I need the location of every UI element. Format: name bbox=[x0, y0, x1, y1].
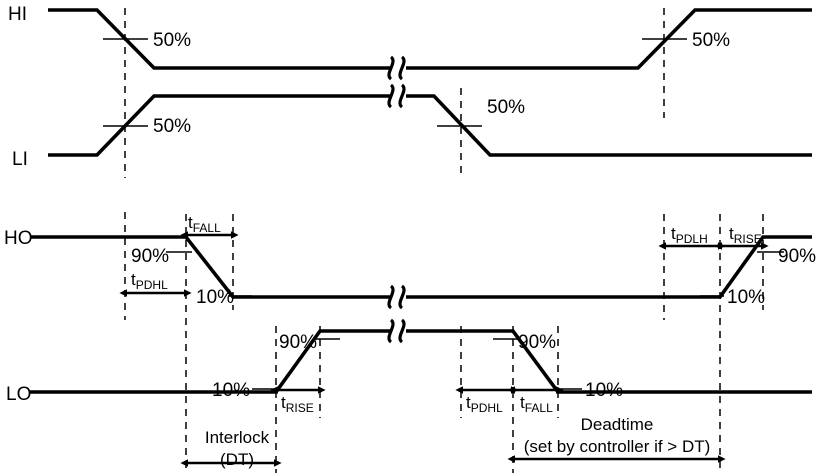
annotation-interlock: Interlock (DT) bbox=[205, 428, 270, 469]
signal-label-li: LI bbox=[12, 149, 28, 170]
param-ho-tpdhl-sub: PDHL bbox=[136, 278, 168, 292]
timing-parameter-labels: tFALL tPDHL tPDLH tRISE tRISE tPDHL tFAL… bbox=[131, 213, 762, 415]
param-lo-trise: tRISE bbox=[281, 393, 314, 415]
label-ho-fall-90: 90% bbox=[131, 246, 169, 267]
annotation-deadtime-line2: (set by controller if > DT) bbox=[524, 437, 711, 456]
annotation-deadtime-line1: Deadtime bbox=[581, 415, 654, 434]
param-ho-tfall-sub: FALL bbox=[193, 221, 221, 235]
label-li-rise-50: 50% bbox=[153, 116, 191, 137]
measurement-arrows bbox=[119, 231, 769, 467]
signal-label-lo: LO bbox=[6, 384, 31, 405]
param-ho-tpdlh-base: t bbox=[671, 224, 676, 243]
signal-label-hi: HI bbox=[8, 4, 27, 25]
param-lo-trise-base: t bbox=[281, 393, 286, 412]
label-ho-fall-10: 10% bbox=[196, 287, 234, 308]
param-ho-tpdhl-base: t bbox=[131, 270, 136, 289]
label-lo-fall-10: 10% bbox=[585, 380, 623, 401]
param-ho-tfall: tFALL bbox=[188, 213, 221, 235]
param-lo-tpdhl-sub: PDHL bbox=[471, 401, 503, 415]
label-hi-fall-50: 50% bbox=[153, 30, 191, 51]
label-li-fall-50: 50% bbox=[487, 97, 525, 118]
param-ho-trise-sub: RISE bbox=[734, 232, 762, 246]
param-lo-tpdhl: tPDHL bbox=[466, 393, 503, 415]
signal-label-ho: HO bbox=[4, 228, 33, 249]
label-lo-rise-10: 10% bbox=[212, 380, 250, 401]
label-lo-rise-90: 90% bbox=[279, 332, 317, 353]
break-symbol-li bbox=[387, 83, 406, 109]
label-hi-rise-50: 50% bbox=[692, 30, 730, 51]
label-lo-fall-90: 90% bbox=[518, 332, 556, 353]
param-ho-tpdlh-sub: PDLH bbox=[676, 232, 708, 246]
percent-tick-marks bbox=[103, 38, 784, 390]
waveform-ho bbox=[30, 235, 812, 299]
annotation-interlock-line1: Interlock bbox=[205, 428, 270, 447]
param-lo-tfall-base: t bbox=[520, 393, 525, 412]
param-ho-trise-base: t bbox=[729, 224, 734, 243]
break-symbol-ho bbox=[387, 284, 406, 310]
waveform-lo bbox=[30, 329, 812, 394]
param-lo-tpdhl-base: t bbox=[466, 393, 471, 412]
param-ho-tpdhl: tPDHL bbox=[131, 270, 168, 292]
break-symbols bbox=[387, 55, 406, 344]
annotation-interlock-line2: (DT) bbox=[220, 450, 254, 469]
label-ho-rise-10: 10% bbox=[727, 287, 765, 308]
annotation-deadtime: Deadtime (set by controller if > DT) bbox=[524, 415, 711, 456]
param-lo-tfall: tFALL bbox=[520, 393, 553, 415]
break-symbol-lo bbox=[387, 318, 406, 344]
param-ho-tfall-base: t bbox=[188, 213, 193, 232]
break-symbol-hi bbox=[387, 55, 406, 81]
param-ho-trise: tRISE bbox=[729, 224, 762, 246]
param-lo-tfall-sub: FALL bbox=[525, 401, 553, 415]
param-ho-tpdlh: tPDLH bbox=[671, 224, 708, 246]
dashed-reference-lines bbox=[124, 8, 764, 473]
param-lo-trise-sub: RISE bbox=[286, 401, 314, 415]
label-ho-rise-90: 90% bbox=[778, 246, 816, 267]
